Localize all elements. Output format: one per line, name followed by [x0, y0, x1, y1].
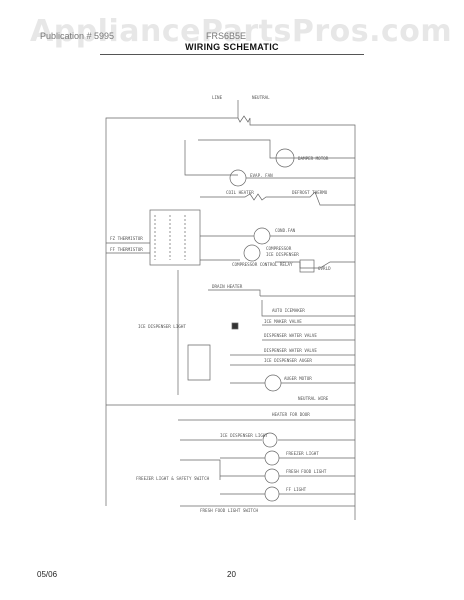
label-compressor: COMPRESSOR: [266, 246, 292, 251]
model-number: FRS6B5E: [206, 31, 247, 41]
coil-heater-wire: [200, 191, 355, 206]
label-ice-dispenser-light: ICE DISPENSER LIGHT: [138, 324, 186, 329]
damper-branch-wire: [184, 140, 238, 176]
label-ice-dispenser: ICE DISPENSER: [266, 252, 299, 257]
schematic-labels: LINE NEUTRAL DAMPER MOTOR EVAP. FAN COIL…: [110, 95, 331, 513]
watermark-logo: AppliancePartsPros.com: [30, 14, 453, 49]
label-freezer-light: FREEZER LIGHT: [286, 451, 319, 456]
auger-motor-symbol: [264, 374, 282, 392]
damper-feed-wire: [198, 139, 355, 159]
label-fresh-food-light: FRESH FOOD LIGHT: [286, 469, 327, 474]
damper-motor-symbol: [275, 148, 295, 168]
header-divider: [100, 54, 364, 55]
label-cond-fan: COND.FAN: [275, 228, 296, 233]
control-board-traces: [154, 215, 186, 260]
footer-date: 05/06: [37, 570, 58, 579]
label-evap-fan: EVAP. FAN: [250, 173, 273, 178]
label-heater-door: HEATER FOR DOOR: [272, 412, 310, 417]
label-ff-thermistor: FF THERMISTOR: [110, 247, 143, 252]
label-compressor-relay: COMPRESSOR CONTROL RELAY: [232, 262, 293, 267]
label-overload: OVRLD: [318, 266, 331, 271]
label-coil-heater: COIL HEATER: [226, 190, 254, 195]
label-line: LINE: [212, 95, 223, 100]
ff-light-symbol-b: [264, 486, 280, 502]
label-ice-dispenser-auger: ICE DISPENSER AUGER: [264, 358, 312, 363]
dispenser-relay-contact: [231, 322, 239, 330]
dispenser-light-symbol: [262, 432, 278, 448]
page-title: WIRING SCHEMATIC: [185, 42, 279, 52]
evap-fan-symbol: [229, 169, 247, 187]
cond-fan-symbol: [253, 227, 271, 245]
label-freezer-light-switch: FREEZER LIGHT & SAFETY SWITCH: [136, 476, 210, 481]
label-neutral-wire: NEUTRAL WIRE: [298, 396, 329, 401]
label-ff-light: FF LIGHT: [286, 487, 307, 492]
label-ice-maker-valve: ICE MAKER VALVE: [264, 319, 302, 324]
overload-box: [299, 259, 315, 273]
ff-light-symbol-a: [264, 468, 280, 484]
ice-light-wire: [261, 300, 355, 317]
label-dispenser-water-valve-2: DISPENSER WATER VALVE: [264, 348, 317, 353]
control-board-outline: [149, 209, 201, 266]
label-fz-thermistor: FZ THERMISTOR: [110, 236, 143, 241]
dispenser-switch-group: [187, 344, 211, 381]
line-rail-wire: [105, 117, 238, 506]
label-dispenser-water-valve: DISPENSER WATER VALVE: [264, 333, 317, 338]
compressor-symbol: [243, 244, 261, 262]
label-damper-motor: DAMPER MOTOR: [298, 156, 329, 161]
label-auger-motor: AUGER MOTOR: [284, 376, 312, 381]
freezer-light-symbol: [264, 450, 280, 466]
label-auto-icemaker: AUTO ICEMAKER: [272, 308, 305, 313]
neutral-rail-wire: [237, 100, 356, 520]
label-neutral: NEUTRAL: [252, 95, 270, 100]
label-defrost-thermo: DEFROST THERMO: [292, 190, 328, 195]
label-fresh-food-light-switch: FRESH FOOD LIGHT SWITCH: [200, 508, 258, 513]
page-number: 20: [227, 570, 236, 579]
drain-heater-wire: [208, 289, 355, 297]
label-ice-dispenser-light-2: ICE DISPENSER LIGHT: [220, 433, 268, 438]
compressor-wire: [200, 259, 355, 269]
label-drain-heater: DRAIN HEATER: [212, 284, 243, 289]
freezer-switch-wire: [180, 459, 221, 480]
publication-number: Publication # 5995: [40, 31, 115, 41]
